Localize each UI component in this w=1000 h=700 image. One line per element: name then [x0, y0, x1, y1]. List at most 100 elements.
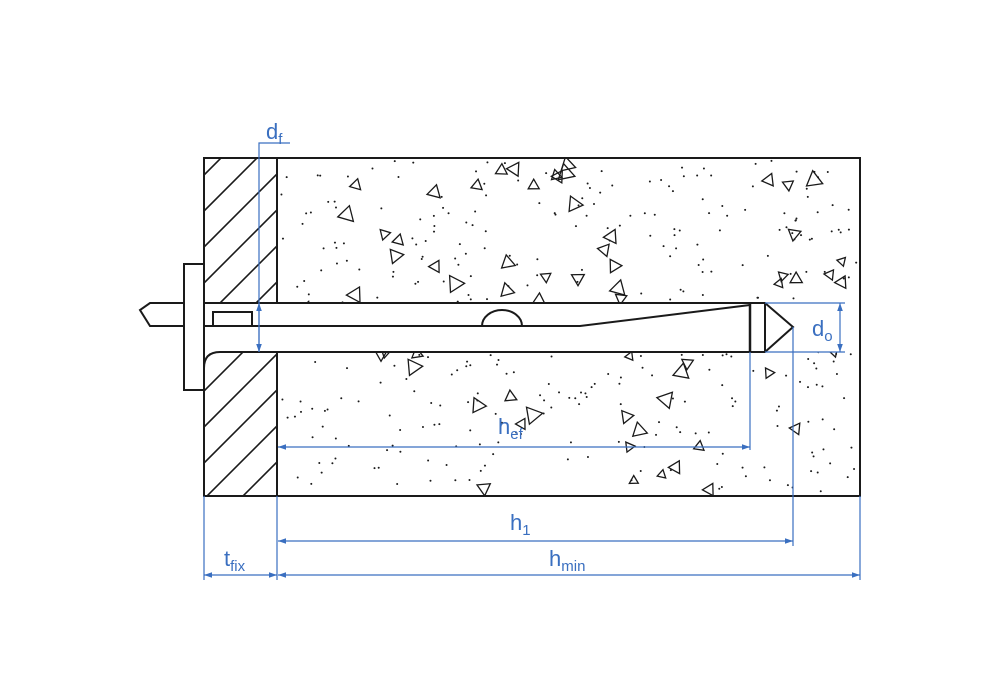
aggregate-dot [671, 190, 674, 193]
aggregate-dot [734, 400, 737, 403]
aggregate-dot [485, 194, 488, 197]
aggregate-dot [810, 237, 813, 240]
aggregate-triangle [623, 350, 634, 362]
aggregate-triangle [701, 482, 714, 496]
aggregate-dot [500, 421, 503, 424]
aggregate-dot [285, 176, 288, 179]
aggregate-dot [450, 373, 453, 376]
aggregate-dot [414, 282, 417, 285]
aggregate-dot [641, 366, 644, 369]
anchor-geometry [138, 157, 861, 497]
aggregate-dot [457, 263, 460, 266]
aggregate-triangle [787, 422, 801, 436]
aggregate-dot [678, 229, 681, 232]
aggregate-triangle [787, 228, 803, 243]
aggregate-dot [783, 212, 786, 215]
aggregate-triangle [602, 228, 617, 245]
aggregate-dot [668, 185, 671, 188]
aggregate-dot [640, 292, 643, 295]
aggregate-dot [655, 433, 658, 436]
aggregate-dot [558, 391, 561, 394]
aggregate-dot [574, 225, 577, 228]
aggregate-dot [707, 431, 710, 434]
aggregate-dot [593, 382, 596, 385]
aggregate-dot [696, 243, 699, 246]
aggregate-dot [314, 360, 317, 363]
aggregate-dot [629, 214, 632, 217]
hatch-line [204, 353, 277, 428]
aggregate-dot [466, 360, 469, 363]
aggregate-triangle [425, 183, 442, 199]
aggregate-dot [588, 187, 591, 190]
aggregate-dot [293, 415, 296, 418]
aggregate-dot [392, 270, 395, 273]
aggregate-dot [311, 436, 314, 439]
aggregate-dot [785, 226, 788, 229]
aggregate-dot [675, 247, 678, 250]
aggregate-dot [744, 475, 747, 478]
aggregate-dot [702, 258, 705, 261]
aggregate-dot [334, 437, 337, 440]
aggregate-dot [471, 224, 474, 227]
aggregate-dot [492, 453, 495, 456]
aggregate-dot [831, 204, 834, 207]
aggregate-dot [458, 243, 461, 246]
aggregate-dot [578, 403, 581, 406]
aggregate-dot [388, 414, 391, 417]
aggregate-triangle [527, 177, 541, 190]
aggregate-dot [618, 382, 621, 385]
aggregate-dot [320, 471, 323, 474]
aggregate-dot [812, 455, 815, 458]
aggregate-dot [296, 285, 299, 288]
aggregate-triangle [666, 459, 681, 475]
aggregate-dot [681, 166, 684, 169]
aggregate-dot [465, 365, 468, 368]
aggregate-dot [702, 167, 705, 170]
aggregate-dot [586, 456, 589, 459]
expansion-clip [481, 309, 523, 327]
aggregate-dot [754, 162, 757, 165]
aggregate-dot [835, 372, 838, 375]
aggregate-dot [775, 409, 778, 412]
aggregate-dot [586, 182, 589, 185]
aggregate-dot [373, 467, 376, 470]
tfix-label: tfix [224, 546, 246, 575]
aggregate-dot [696, 174, 699, 177]
aggregate-dot [391, 275, 394, 278]
aggregate-dot [837, 228, 840, 231]
aggregate-dot [569, 441, 572, 444]
aggregate-dot [415, 243, 418, 246]
aggregate-triangle [655, 391, 674, 410]
aggregate-triangle [427, 259, 440, 274]
aggregate-dot [568, 396, 571, 399]
aggregate-dot [427, 356, 430, 359]
aggregate-dot [419, 218, 422, 221]
aggregate-triangle [407, 358, 424, 377]
aggregate-dot [839, 231, 842, 234]
aggregate-dot [805, 187, 808, 190]
aggregate-dot [730, 355, 733, 358]
hmin-label: hmin [549, 546, 585, 575]
aggregate-dot [600, 170, 603, 173]
aggregate-dot [821, 418, 824, 421]
aggregate-dot [433, 230, 436, 233]
aggregate-dot [420, 258, 423, 261]
hatch-line [204, 173, 277, 248]
aggregate-dot [590, 386, 593, 389]
aggregate-dot [412, 161, 415, 164]
aggregate-dot [417, 280, 420, 283]
aggregate-dot [617, 440, 620, 443]
aggregate-dot [701, 294, 704, 297]
aggregate-dot [829, 462, 832, 465]
aggregate-dot [494, 412, 497, 415]
aggregate-dot [319, 174, 322, 177]
aggregate-dot [281, 398, 284, 401]
aggregate-dot [819, 490, 822, 493]
aggregate-dot [789, 315, 792, 318]
aggregate-dot [476, 392, 479, 395]
aggregate-dot [611, 184, 614, 187]
aggregate-dot [815, 383, 818, 386]
aggregate-dot [333, 241, 336, 244]
aggregate-dot [396, 482, 399, 485]
